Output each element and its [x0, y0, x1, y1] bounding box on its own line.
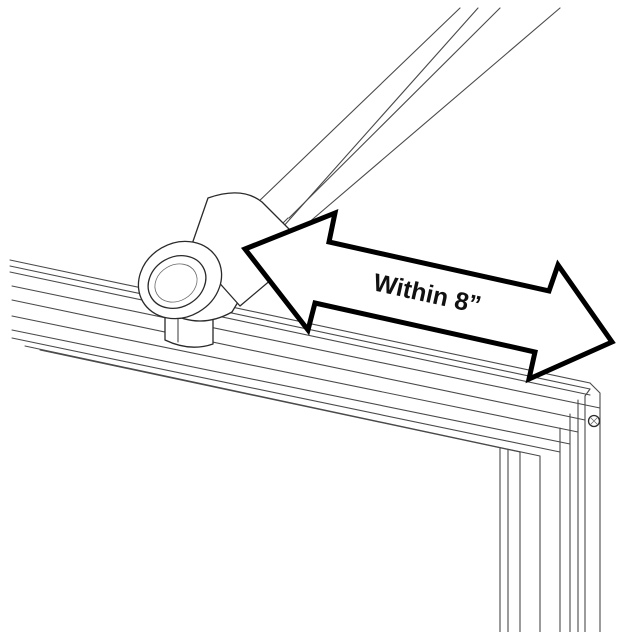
screw-icon	[587, 414, 601, 428]
frame-right-stile	[499, 407, 601, 632]
frame-top-rail	[9, 259, 601, 457]
curtain-rod	[254, 7, 561, 233]
frame-corner	[559, 382, 601, 453]
distance-arrow: Within 8”	[240, 208, 616, 384]
window-frame	[9, 259, 601, 632]
